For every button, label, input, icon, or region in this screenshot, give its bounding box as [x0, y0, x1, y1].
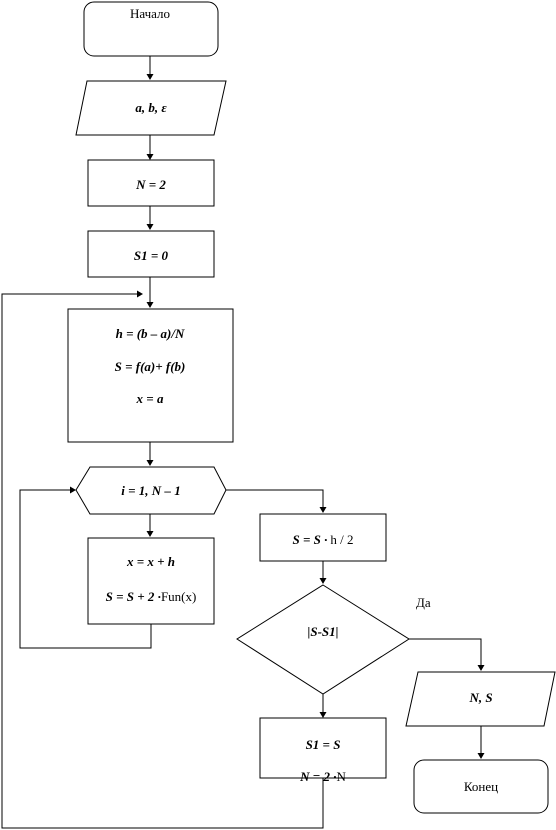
loop-body-line-s: S = S + 2 ·Fun(x)	[106, 589, 197, 604]
input-shape	[75, 80, 227, 136]
arrowhead	[70, 486, 76, 494]
arrowhead	[319, 507, 327, 513]
arrowhead	[146, 74, 154, 80]
loop-header[interactable]: i = 1, N – 1	[75, 466, 227, 515]
loop-body-line-s-rhs: Fun(x)	[161, 589, 196, 604]
update-line-n: N = 2 ·N	[299, 769, 346, 784]
scale-label-lhs: S = S ·	[293, 532, 328, 547]
arrowhead	[477, 753, 485, 759]
compute-block[interactable]: h = (b – a)/N S = f(a)+ f(b) x = a	[67, 308, 234, 443]
init-s1-label: S1 = 0	[134, 248, 169, 263]
init-n-shape	[87, 159, 215, 207]
connector-update-return	[1, 293, 324, 829]
compute-shape	[67, 308, 234, 443]
end-shape	[413, 759, 549, 814]
loop-body-shape	[87, 537, 215, 625]
loop-shape	[75, 466, 227, 515]
scale-block[interactable]: S = S ·h / 2	[259, 513, 387, 562]
arrowhead	[319, 712, 327, 718]
update-shape	[259, 717, 387, 779]
arrowhead	[146, 302, 154, 308]
arrowhead	[137, 290, 143, 298]
output-shape	[405, 671, 556, 727]
end-label: Конец	[464, 779, 498, 794]
arrowhead	[146, 224, 154, 230]
arrowhead	[477, 665, 485, 671]
input-label: a, b, ε	[135, 100, 167, 115]
connector-loop-exit	[226, 489, 324, 507]
connectors	[1, 56, 485, 829]
update-line-s1: S1 = S	[306, 737, 341, 752]
decision-label: |S-S1|	[307, 624, 338, 639]
scale-label-rhs: h / 2	[330, 532, 353, 547]
output-block[interactable]: N, S	[405, 671, 556, 727]
decision-shape	[236, 584, 410, 695]
init-n-label: N = 2	[135, 177, 166, 192]
compute-line-s: S = f(a)+ f(b)	[115, 359, 186, 374]
compute-line-x: x = a	[136, 391, 164, 406]
update-block[interactable]: S1 = S N = 2 ·N	[259, 717, 387, 784]
scale-label: S = S ·h / 2	[293, 532, 354, 547]
arrowhead	[146, 460, 154, 466]
output-label: N, S	[468, 690, 492, 705]
input-block[interactable]: a, b, ε	[75, 80, 227, 136]
loop-body-line-s-lhs: S = S + 2 ·	[106, 589, 161, 604]
init-s1-block[interactable]: S1 = 0	[87, 230, 215, 278]
loop-label: i = 1, N – 1	[121, 483, 180, 498]
scale-shape	[259, 513, 387, 562]
compute-line-h: h = (b – a)/N	[116, 326, 185, 341]
connector-decision-yes	[409, 638, 482, 665]
init-s1-shape	[87, 230, 215, 278]
update-line-n-rhs: N	[336, 769, 346, 784]
start-terminator[interactable]: Начало	[83, 1, 219, 57]
loop-body-block[interactable]: x = x + h S = S + 2 ·Fun(x)	[87, 537, 215, 625]
loop-body-line-x: x = x + h	[126, 554, 175, 569]
arrowhead	[319, 578, 327, 584]
decision-yes-label: Да	[416, 595, 431, 610]
update-line-n-lhs: N = 2 ·	[299, 769, 336, 784]
arrowhead	[146, 531, 154, 537]
arrowhead	[146, 154, 154, 160]
connector-body-return	[19, 489, 152, 649]
init-n-block[interactable]: N = 2	[87, 159, 215, 207]
start-shape	[83, 1, 219, 57]
end-terminator[interactable]: Конец	[413, 759, 549, 814]
decision-block[interactable]: |S-S1|	[236, 584, 410, 695]
start-label: Начало	[130, 6, 170, 21]
